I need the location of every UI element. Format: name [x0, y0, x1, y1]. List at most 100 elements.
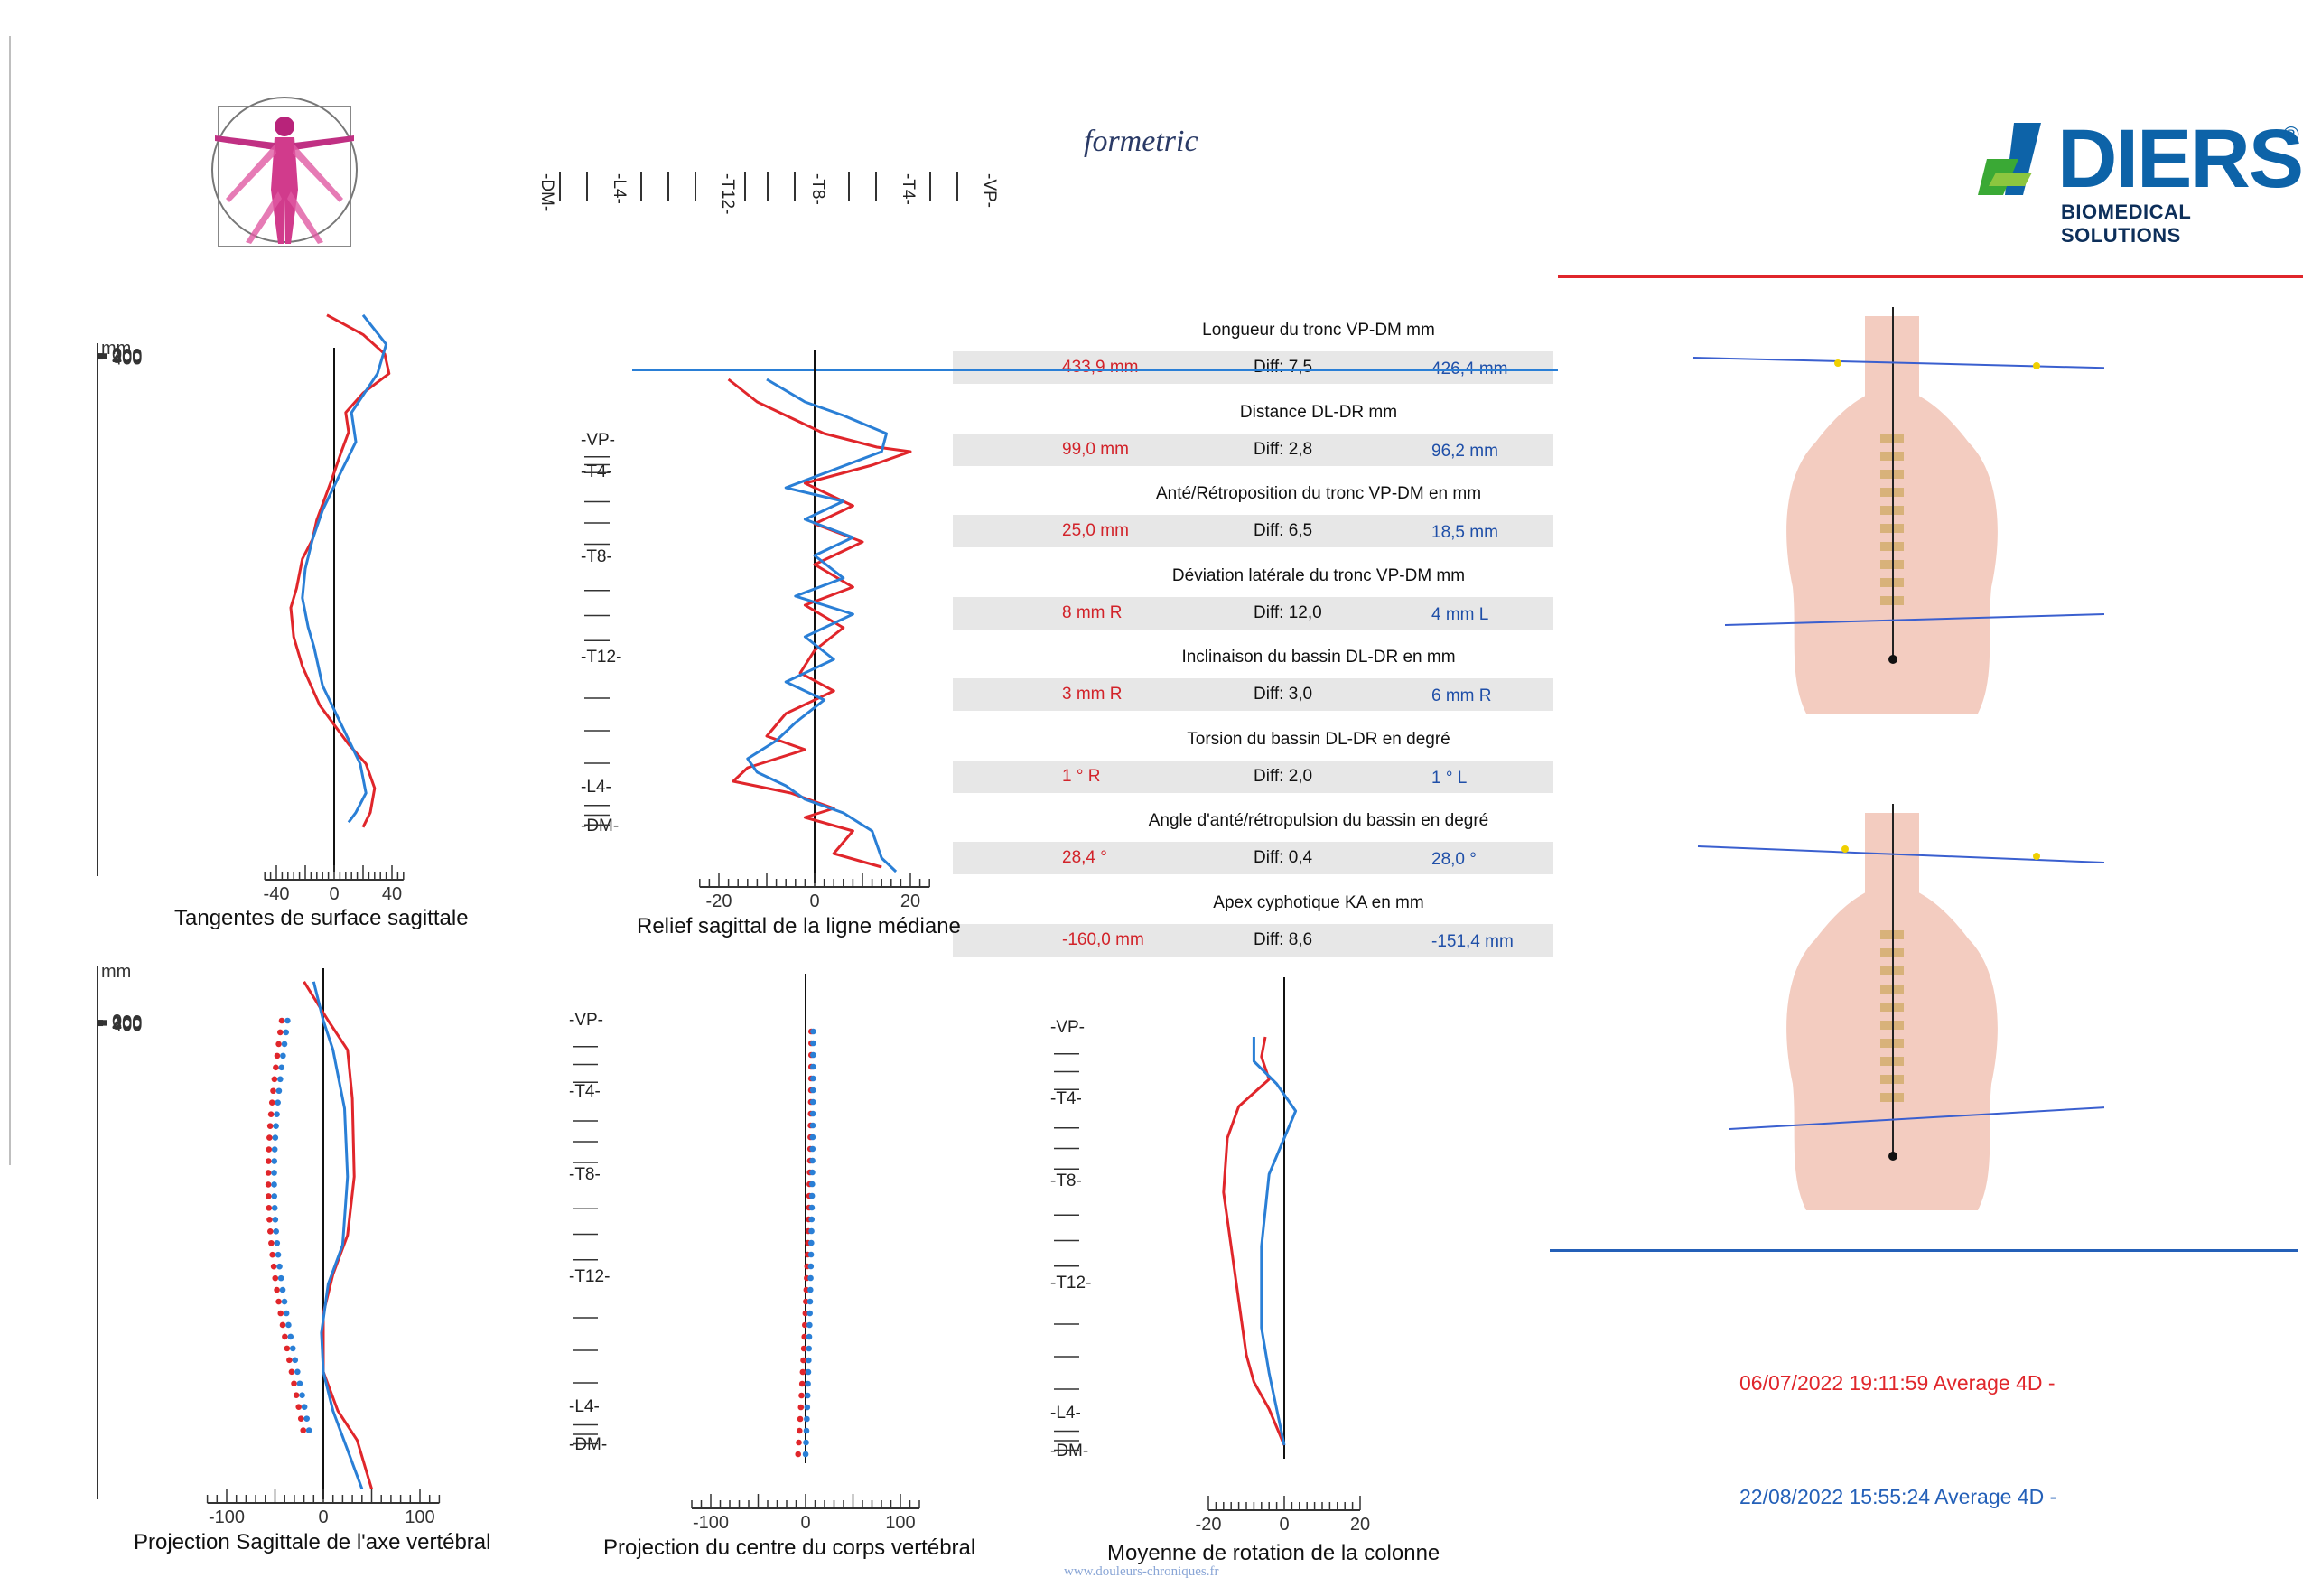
dot-second-c3 — [292, 1357, 299, 1364]
dot-second-c3 — [305, 1427, 312, 1433]
dot-second-c3 — [287, 1333, 294, 1340]
x-tick-label-c1: -40 — [264, 884, 290, 904]
series-second-c2 — [746, 378, 898, 873]
dot-first-c3 — [269, 1251, 275, 1258]
measurement-date-1: 06/07/2022 19:11:59 Average 4D - — [1739, 1371, 2056, 1395]
header-rotated-labels: -VP--T4--T8--T12--L4--DM- — [537, 172, 999, 214]
dot-first-c3 — [270, 1087, 276, 1095]
dot-first-c3 — [266, 1193, 272, 1199]
x-tick-label-c1: 0 — [329, 884, 339, 904]
dot-first-c3 — [279, 1321, 286, 1329]
stat-value-second: 28,0 ° — [1431, 850, 1477, 869]
dot-second-c4 — [807, 1274, 814, 1282]
x-tick-label-c4: 0 — [800, 1513, 810, 1533]
dot-second-c4 — [808, 1216, 816, 1223]
mm-unit-label: mm — [101, 962, 131, 982]
stat-value-first: -160,0 mm — [1062, 929, 1144, 949]
stat-value-second: 96,2 mm — [1431, 441, 1498, 461]
dot-second-c3 — [281, 1298, 288, 1305]
dot-first-c4 — [795, 1451, 802, 1458]
brand-subtitle: BIOMEDICAL SOLUTIONS — [2061, 201, 2191, 247]
x-tick-label-c3: -100 — [209, 1507, 245, 1527]
dot-second-c4 — [808, 1192, 816, 1199]
stat-row — [953, 433, 1553, 466]
dot-first-c3 — [266, 1146, 273, 1153]
dot-second-c3 — [296, 1380, 303, 1387]
dot-second-c3 — [289, 1345, 296, 1352]
dot-first-c4 — [800, 1357, 806, 1364]
mm-tick-label: 200 — [112, 347, 142, 367]
stat-row — [953, 760, 1553, 793]
stat-diff: Diff: 0,4 — [1254, 848, 1313, 867]
dot-second-c3 — [271, 1158, 278, 1164]
stat-diff: Diff: 12,0 — [1254, 602, 1322, 622]
vertebra-label-c5: -T8- — [1050, 1171, 1082, 1190]
stat-title: Anté/Rétroposition du tronc VP-DM en mm — [1155, 484, 1482, 503]
caption-projection-centre: Projection du centre du corps vertébral — [603, 1535, 976, 1560]
dot-first-c4 — [800, 1345, 807, 1352]
stat-value-second: 4 mm L — [1431, 604, 1489, 624]
dot-second-c4 — [809, 1098, 816, 1106]
back-3d-view-1 — [1692, 307, 2104, 714]
x-tick-label-c4: -100 — [693, 1513, 729, 1533]
footer-url: www.douleurs-chroniques.fr — [1064, 1564, 1219, 1579]
x-tick-label-c5: 20 — [1350, 1515, 1370, 1535]
dot-first-c3 — [268, 1099, 275, 1106]
stat-value-second: 6 mm R — [1431, 686, 1492, 705]
dot-second-c3 — [271, 1181, 277, 1188]
dot-second-c3 — [281, 1041, 288, 1048]
vertebra-label-c4: -T12- — [569, 1267, 610, 1286]
dot-second-c4 — [806, 1357, 812, 1364]
dot-first-c4 — [802, 1310, 809, 1317]
vertebra-label-c2: -T12- — [581, 648, 621, 667]
dot-second-c3 — [273, 1123, 279, 1129]
dot-first-c3 — [266, 1217, 273, 1223]
dot-second-c3 — [272, 1134, 279, 1141]
dot-second-c3 — [299, 1392, 305, 1399]
dot-first-c4 — [801, 1321, 808, 1329]
dot-second-c3 — [271, 1170, 277, 1176]
dot-second-c4 — [809, 1181, 816, 1188]
mm-tick-label: 0 — [112, 345, 122, 365]
dot-first-c3 — [288, 1368, 295, 1376]
dot-first-c3 — [268, 1239, 275, 1246]
dot-first-c3 — [265, 1181, 272, 1188]
dot-first-c3 — [273, 1064, 279, 1071]
x-tick-label-c2: -20 — [706, 891, 732, 911]
dot-first-c3 — [275, 1041, 282, 1048]
dot-first-c4 — [798, 1380, 806, 1387]
series-second-c1 — [301, 313, 388, 824]
dot-second-c3 — [294, 1368, 301, 1376]
series-first-c1 — [289, 313, 391, 828]
dot-second-c3 — [276, 1263, 283, 1270]
dot-second-c3 — [280, 1052, 286, 1059]
dot-first-c4 — [803, 1298, 809, 1305]
header-rotated-label: -VP- — [980, 173, 999, 208]
vertebra-label-c2: -DM- — [581, 817, 619, 835]
dot-first-c3 — [295, 1404, 303, 1410]
caption-projection-axe: Projection Sagittale de l'axe vertébral — [134, 1530, 491, 1554]
dot-second-c3 — [283, 1310, 290, 1317]
dot-second-c4 — [806, 1321, 813, 1329]
page-edge — [9, 36, 11, 1165]
stat-row — [953, 842, 1553, 874]
mm-tick-label: 0 — [112, 1012, 122, 1031]
dot-second-c4 — [810, 1028, 816, 1035]
dot-first-c3 — [282, 1333, 288, 1340]
dot-second-c4 — [809, 1169, 816, 1176]
blue-divider — [1550, 1249, 2298, 1252]
series-first-c2 — [727, 378, 912, 869]
dot-second-c3 — [274, 1111, 280, 1117]
vertebra-label-c2: -T8- — [581, 547, 612, 566]
series-first-c5 — [1222, 1036, 1286, 1446]
dot-second-c4 — [810, 1040, 816, 1047]
mm-tick-label: 300 — [112, 348, 142, 368]
vertebra-label-c4: -T4- — [569, 1082, 601, 1101]
stat-diff: Diff: 2,0 — [1254, 766, 1313, 786]
dot-second-c4 — [805, 1368, 812, 1376]
mm-tick-label: 100 — [112, 346, 142, 366]
dot-second-c3 — [272, 1217, 279, 1223]
dot-second-c3 — [279, 1286, 286, 1293]
dot-second-c4 — [805, 1380, 811, 1387]
